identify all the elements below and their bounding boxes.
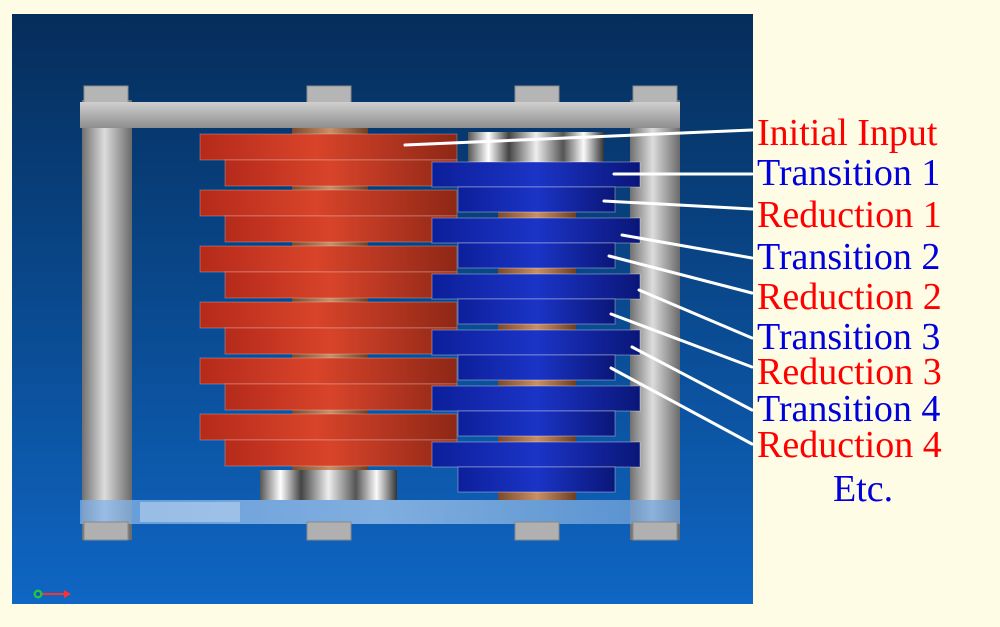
- leader-transition-3: [637, 288, 754, 340]
- label-initial-input: Initial Input: [757, 112, 938, 154]
- blue-gear-stack: [431, 161, 641, 493]
- bottom-bolts: [83, 521, 678, 541]
- axis-triad-icon: [33, 589, 71, 599]
- leader-transition-2: [620, 233, 754, 260]
- label-reduction-4: Reduction 4: [757, 424, 942, 466]
- leader-initial-input: [403, 128, 754, 147]
- red-gear-stack: [199, 133, 458, 467]
- leader-reduction-3: [609, 312, 754, 369]
- label-transition-3: Transition 3: [757, 316, 941, 358]
- leader-reduction-1: [602, 199, 754, 211]
- label-reduction-2: Reduction 2: [757, 276, 942, 318]
- label-reduction-3: Reduction 3: [757, 351, 942, 393]
- frame-top-bar: [80, 102, 680, 128]
- label-reduction-1: Reduction 1: [757, 194, 942, 236]
- output-hub: [260, 470, 397, 500]
- label-transition-2: Transition 2: [757, 236, 941, 278]
- leader-reduction-4: [609, 366, 754, 446]
- frame-post-left: [82, 100, 132, 540]
- leader-transition-4: [630, 345, 754, 412]
- leader-reduction-2: [607, 254, 754, 295]
- label-etc: Etc.: [833, 468, 894, 510]
- label-transition-4: Transition 4: [757, 388, 941, 430]
- label-transition-1: Transition 1: [757, 152, 941, 194]
- leader-lines: [403, 128, 754, 446]
- frame-base-highlight: [140, 502, 240, 522]
- top-bolts: [83, 85, 678, 105]
